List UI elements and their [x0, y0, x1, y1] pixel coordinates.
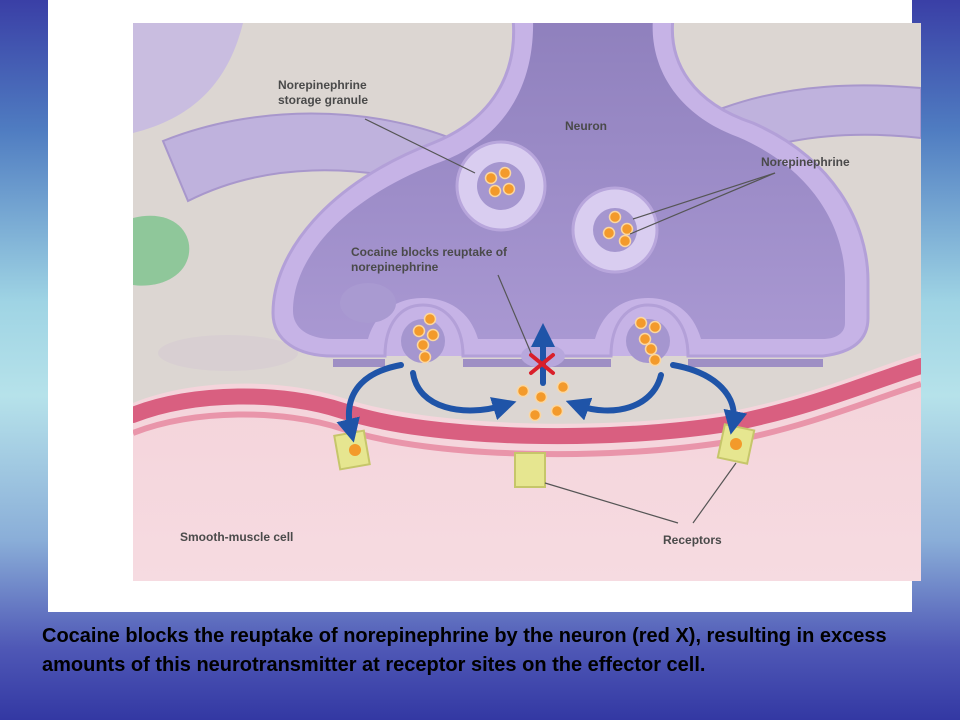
transport-arrows: [336, 323, 748, 443]
upper-left-axon-branch: [133, 23, 243, 133]
leader-lines: [364, 118, 776, 524]
receptor-middle: [514, 452, 546, 488]
background-blob: [158, 335, 298, 371]
bound-molecule-right: [730, 438, 742, 450]
label-smooth-muscle-cell: Smooth-muscle cell: [180, 530, 294, 544]
storage-granule-1: [455, 140, 547, 232]
muscle-membrane: [133, 358, 921, 445]
label-cocaine-blocks: Cocaine blocks reuptake of norepinephrin…: [351, 245, 508, 274]
label-norepinephrine: Norepinephrine: [761, 155, 850, 169]
slide-caption: Cocaine blocks the reuptake of norepinep…: [42, 625, 887, 676]
label-neuron: Neuron: [565, 119, 607, 133]
label-receptors: Receptors: [663, 533, 722, 547]
reuptake-block-x: [529, 353, 555, 375]
mitochondrion: [340, 283, 396, 323]
bound-molecule-left: [349, 444, 361, 456]
green-glial-cell: [133, 215, 190, 286]
synapse-diagram: [133, 23, 921, 581]
synapse-illustration: Norepinephrine storage granule Neuron No…: [133, 23, 921, 581]
storage-granule-2: [571, 186, 659, 274]
neuron-interior: [293, 23, 845, 339]
slide-panel: Norepinephrine storage granule Neuron No…: [48, 0, 921, 612]
label-storage-granule: Norepinephrine storage granule: [278, 78, 369, 107]
